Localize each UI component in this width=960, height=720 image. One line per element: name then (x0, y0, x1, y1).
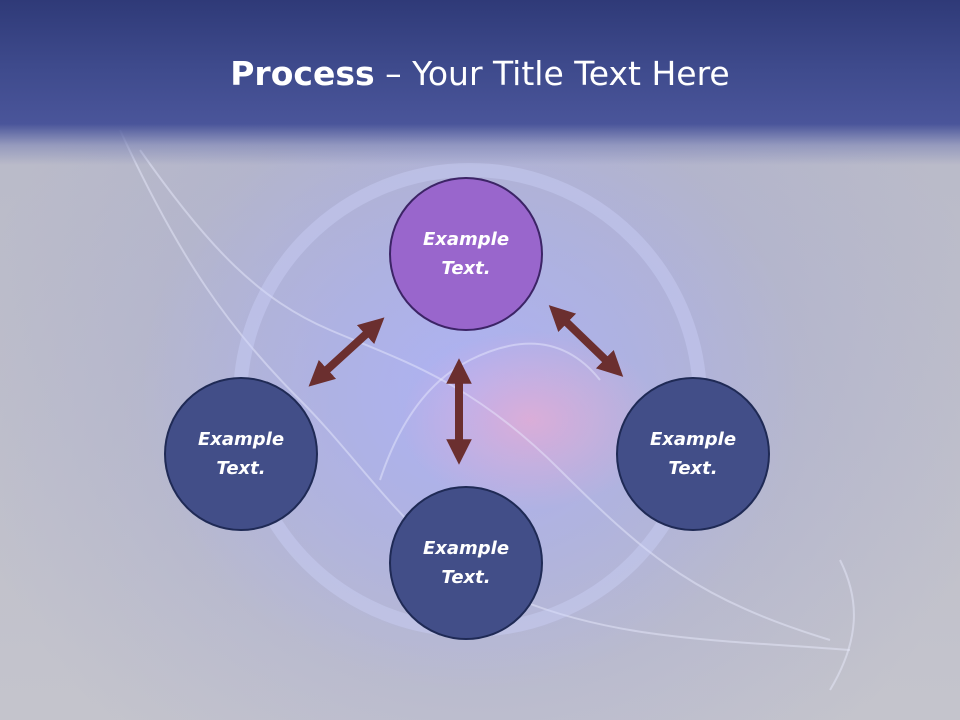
arrow-top-right (548, 305, 624, 377)
title-bar (0, 0, 960, 165)
title-rest: – Your Title Text Here (374, 54, 730, 93)
arrow-left-top (308, 317, 385, 387)
cycle-node-right: Example Text. (616, 377, 770, 531)
cycle-node-top: Example Text. (389, 177, 543, 331)
cycle-node-left: Example Text. (164, 377, 318, 531)
title-bold: Process (230, 54, 375, 93)
cycle-node-bottom: Example Text. (389, 486, 543, 640)
slide-title: Process – Your Title Text Here (0, 52, 960, 96)
